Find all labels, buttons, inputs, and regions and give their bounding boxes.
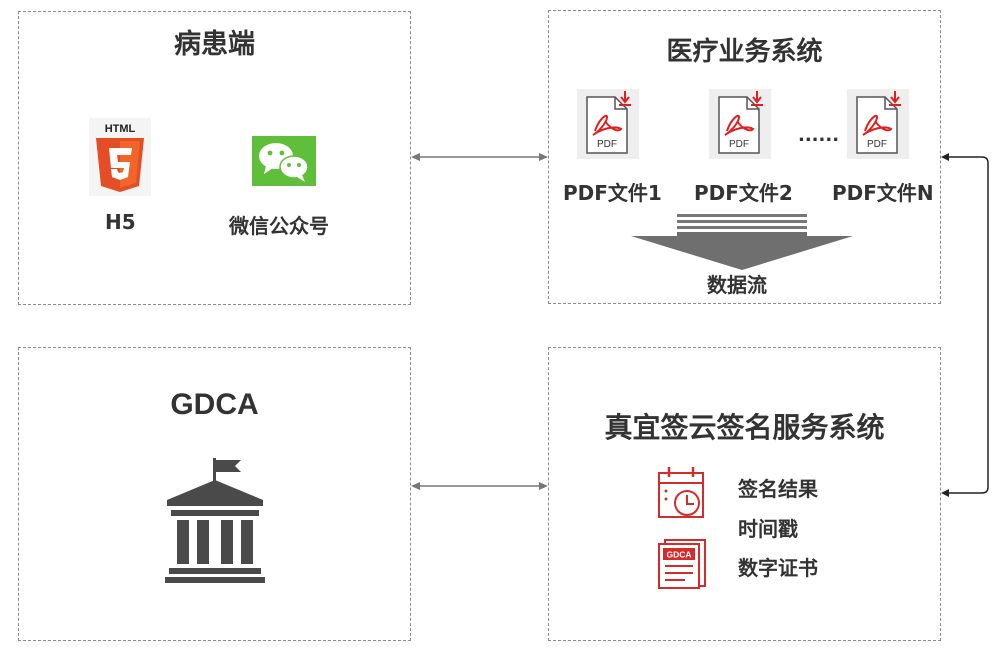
government-building-icon <box>165 458 265 584</box>
pdf-file-icon: PDF <box>709 89 771 159</box>
certificate-icon: GDCA <box>657 538 709 590</box>
calendar-clock-icon <box>657 467 707 521</box>
timestamp-label: 时间戳 <box>738 517 798 541</box>
gdca-panel: GDCA <box>18 347 411 641</box>
patient-panel: 病患端 HTML H5 微信公众号 <box>18 11 411 305</box>
medical-signing-connector <box>941 153 989 497</box>
wechat-icon <box>252 136 316 186</box>
data-flow-label: 数据流 <box>707 273 767 297</box>
certificate-icon-text: GDCA <box>666 550 691 560</box>
pdf-file-label: PDF文件N <box>832 181 934 205</box>
pdf-file-icon: PDF <box>847 89 909 159</box>
pdf-file-icon: PDF <box>577 89 639 159</box>
pdf-icon-text: PDF <box>729 139 749 150</box>
pdf-file-label: PDF文件1 <box>563 181 662 205</box>
signing-service-title: 真宜签云签名服务系统 <box>604 411 885 444</box>
pdf-file-label: PDF文件2 <box>694 181 793 205</box>
digital-certificate-label: 数字证书 <box>738 556 818 580</box>
signing-service-panel: 真宜签云签名服务系统 GDCA 签名结果 时间戳 数字证书 <box>548 347 941 641</box>
medical-system-title: 医疗业务系统 <box>666 37 823 67</box>
wechat-label: 微信公众号 <box>229 214 329 238</box>
pdf-ellipsis: ...... <box>798 125 840 146</box>
gdca-signing-connector <box>411 482 548 490</box>
html5-icon-text: HTML <box>105 123 136 135</box>
patient-medical-connector <box>411 153 548 161</box>
pdf-icon-text: PDF <box>867 139 887 150</box>
gdca-title: GDCA <box>170 388 259 421</box>
html5-icon: HTML <box>89 118 151 196</box>
data-flow-arrow <box>631 214 853 272</box>
medical-system-panel: 医疗业务系统 PDF PDF ...... PD <box>548 10 941 304</box>
h5-label: H5 <box>105 210 136 234</box>
signature-result-label: 签名结果 <box>738 477 818 501</box>
patient-panel-title: 病患端 <box>174 29 255 60</box>
pdf-icon-text: PDF <box>597 139 617 150</box>
